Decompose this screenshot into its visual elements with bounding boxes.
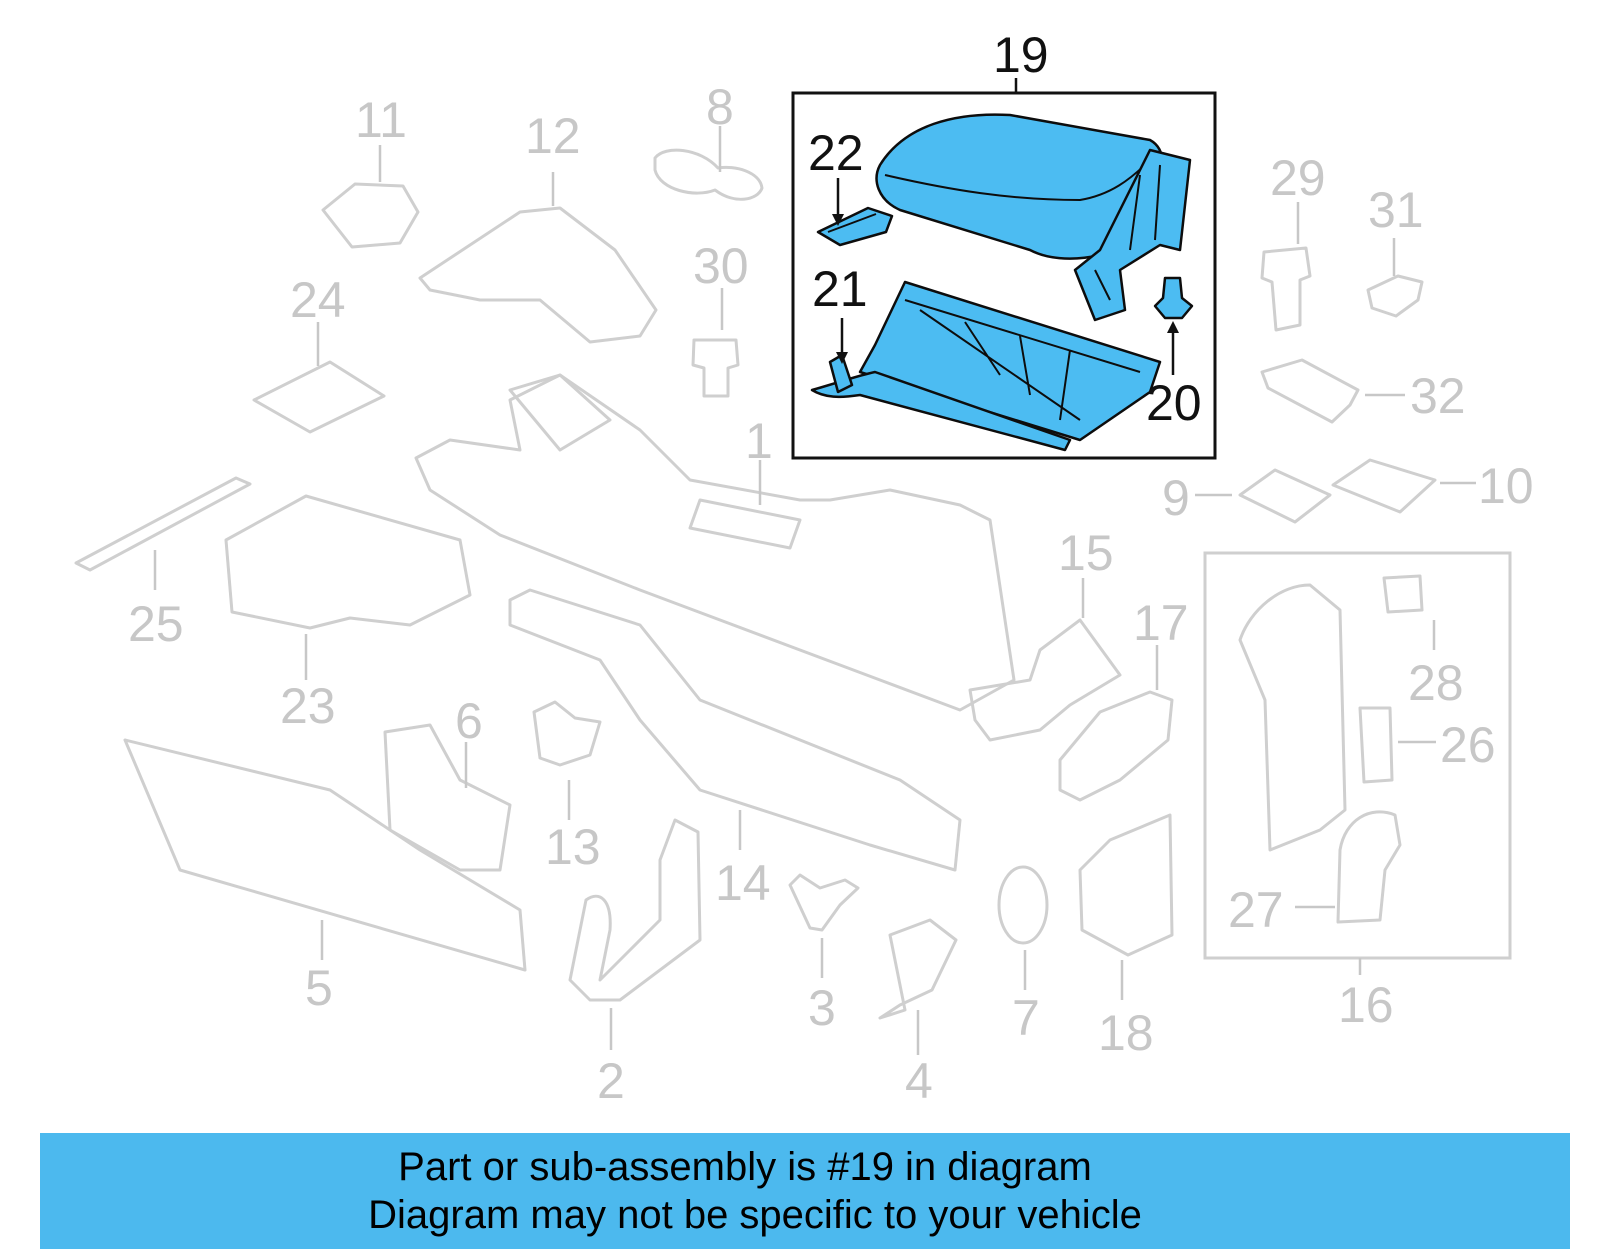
part-24[interactable] <box>252 360 386 434</box>
part-7[interactable] <box>997 865 1049 945</box>
part-17[interactable] <box>1058 690 1174 802</box>
callout-24: 24 <box>290 272 346 328</box>
callout-4: 4 <box>905 1053 933 1109</box>
callout-5: 5 <box>305 960 333 1016</box>
arrow-21 <box>836 352 848 364</box>
callout-16: 16 <box>1338 977 1394 1033</box>
callout-25: 25 <box>128 596 184 652</box>
part-28[interactable] <box>1382 574 1424 614</box>
callout-2: 2 <box>597 1053 625 1109</box>
part-11[interactable] <box>321 182 420 249</box>
part-1-console[interactable] <box>414 373 1016 712</box>
callout-22: 22 <box>808 125 864 181</box>
part-9[interactable] <box>1238 468 1332 524</box>
part-32[interactable] <box>1260 358 1360 424</box>
callout-7: 7 <box>1012 990 1040 1046</box>
callout-6: 6 <box>455 693 483 749</box>
part-16-frame <box>1203 551 1512 960</box>
callout-26: 26 <box>1440 717 1496 773</box>
assembly-19-frame <box>791 91 1217 460</box>
info-banner: Part or sub-assembly is #19 in diagram D… <box>40 1133 1570 1249</box>
armrest-lid-part[interactable] <box>875 113 1192 322</box>
console-tray-part[interactable] <box>810 280 1162 452</box>
callout-8: 8 <box>706 79 734 135</box>
part-8[interactable] <box>653 148 764 201</box>
part-31[interactable] <box>1366 274 1424 318</box>
callout-23: 23 <box>280 678 336 734</box>
callout-3: 3 <box>808 980 836 1036</box>
banner-line-1: Part or sub-assembly is #19 in diagram <box>398 1145 1092 1189</box>
callout-9: 9 <box>1162 470 1190 526</box>
callout-20: 20 <box>1146 375 1202 431</box>
callout-12: 12 <box>525 108 581 164</box>
part-30[interactable] <box>691 338 740 398</box>
part-16[interactable] <box>1238 583 1347 852</box>
callout-13: 13 <box>545 819 601 875</box>
callout-19: 19 <box>993 27 1049 83</box>
part-3[interactable] <box>788 873 860 932</box>
callout-14: 14 <box>715 855 771 911</box>
part-15[interactable] <box>968 618 1122 742</box>
callout-31: 31 <box>1368 182 1424 238</box>
callout-18: 18 <box>1098 1005 1154 1061</box>
part-12[interactable] <box>418 206 658 344</box>
callout-15: 15 <box>1058 525 1114 581</box>
callout-1: 1 <box>745 413 773 469</box>
callout-27: 27 <box>1228 882 1284 938</box>
arrow-20 <box>1167 321 1179 333</box>
callout-21: 21 <box>812 261 868 317</box>
part-1-detail <box>508 373 802 550</box>
part-27[interactable] <box>1336 810 1402 924</box>
part-20[interactable] <box>1153 276 1194 320</box>
part-18[interactable] <box>1078 813 1174 957</box>
arrow-22 <box>832 214 844 226</box>
callout-28: 28 <box>1408 655 1464 711</box>
part-22[interactable] <box>816 206 894 247</box>
callout-32: 32 <box>1410 368 1466 424</box>
part-5[interactable] <box>123 738 527 972</box>
part-4[interactable] <box>878 918 958 1020</box>
callout-30: 30 <box>693 238 749 294</box>
callout-29: 29 <box>1270 150 1326 206</box>
part-26[interactable] <box>1358 706 1394 784</box>
part-10[interactable] <box>1331 458 1437 514</box>
part-14[interactable] <box>508 588 962 872</box>
part-25[interactable] <box>74 476 252 572</box>
part-29[interactable] <box>1260 246 1312 332</box>
part-23[interactable] <box>224 494 472 630</box>
part-6[interactable] <box>383 723 512 872</box>
part-2[interactable] <box>568 818 702 1002</box>
callout-11: 11 <box>355 92 407 148</box>
part-13[interactable] <box>532 700 602 767</box>
banner-line-2: Diagram may not be specific to your vehi… <box>368 1193 1142 1237</box>
callout-10: 10 <box>1478 458 1534 514</box>
callout-17: 17 <box>1133 595 1189 651</box>
